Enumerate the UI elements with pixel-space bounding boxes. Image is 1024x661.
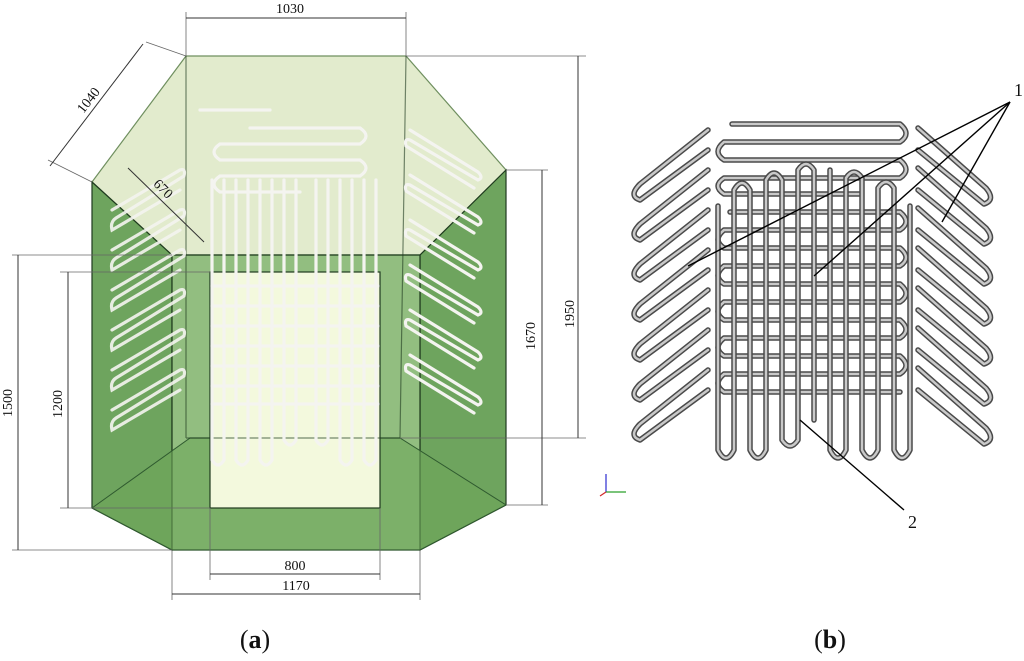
dim-total-height: 1950 (400, 55, 586, 439)
panel-a-drawing: 1030 1040 670 1950 1670 (1, 2, 586, 600)
right-wall-coils (403, 128, 483, 415)
door-grid-coils (210, 178, 380, 467)
callout-1-leaders (687, 101, 1011, 277)
dim-front-width: 1170 (171, 550, 421, 600)
left-wall-coils (109, 168, 187, 433)
dim-front-height-label: 1500 (1, 389, 16, 417)
dim-opening-width: 800 (209, 508, 381, 580)
dim-opening-height-label: 1200 (51, 390, 66, 418)
dim-side-height: 1670 (506, 169, 548, 506)
panel-b-drawing: 1 2 (599, 80, 1023, 532)
dim-front-height: 1500 (1, 254, 172, 551)
left-coil-bank (631, 127, 711, 443)
axis-triad-icon (599, 474, 626, 497)
right-coil-bank (915, 125, 994, 447)
panel-a-caption: (a) (240, 625, 270, 654)
callout-2-leader (799, 419, 905, 511)
callout-2-label: 2 (908, 512, 917, 532)
dim-side-height-label: 1670 (524, 322, 539, 350)
dim-front-width-label: 1170 (282, 579, 309, 594)
dim-opening-width-label: 800 (285, 559, 306, 574)
dim-top-width: 1030 (185, 2, 407, 56)
top-coil (715, 121, 909, 197)
panel-b-caption: (b) (814, 625, 846, 654)
callout-1-label: 1 (1014, 80, 1023, 100)
dim-opening-height: 1200 (51, 271, 210, 509)
roof-coils (198, 108, 368, 194)
front-vertical-coil (715, 161, 913, 461)
dim-top-width-label: 1030 (276, 2, 304, 17)
dim-total-height-label: 1950 (563, 300, 578, 328)
